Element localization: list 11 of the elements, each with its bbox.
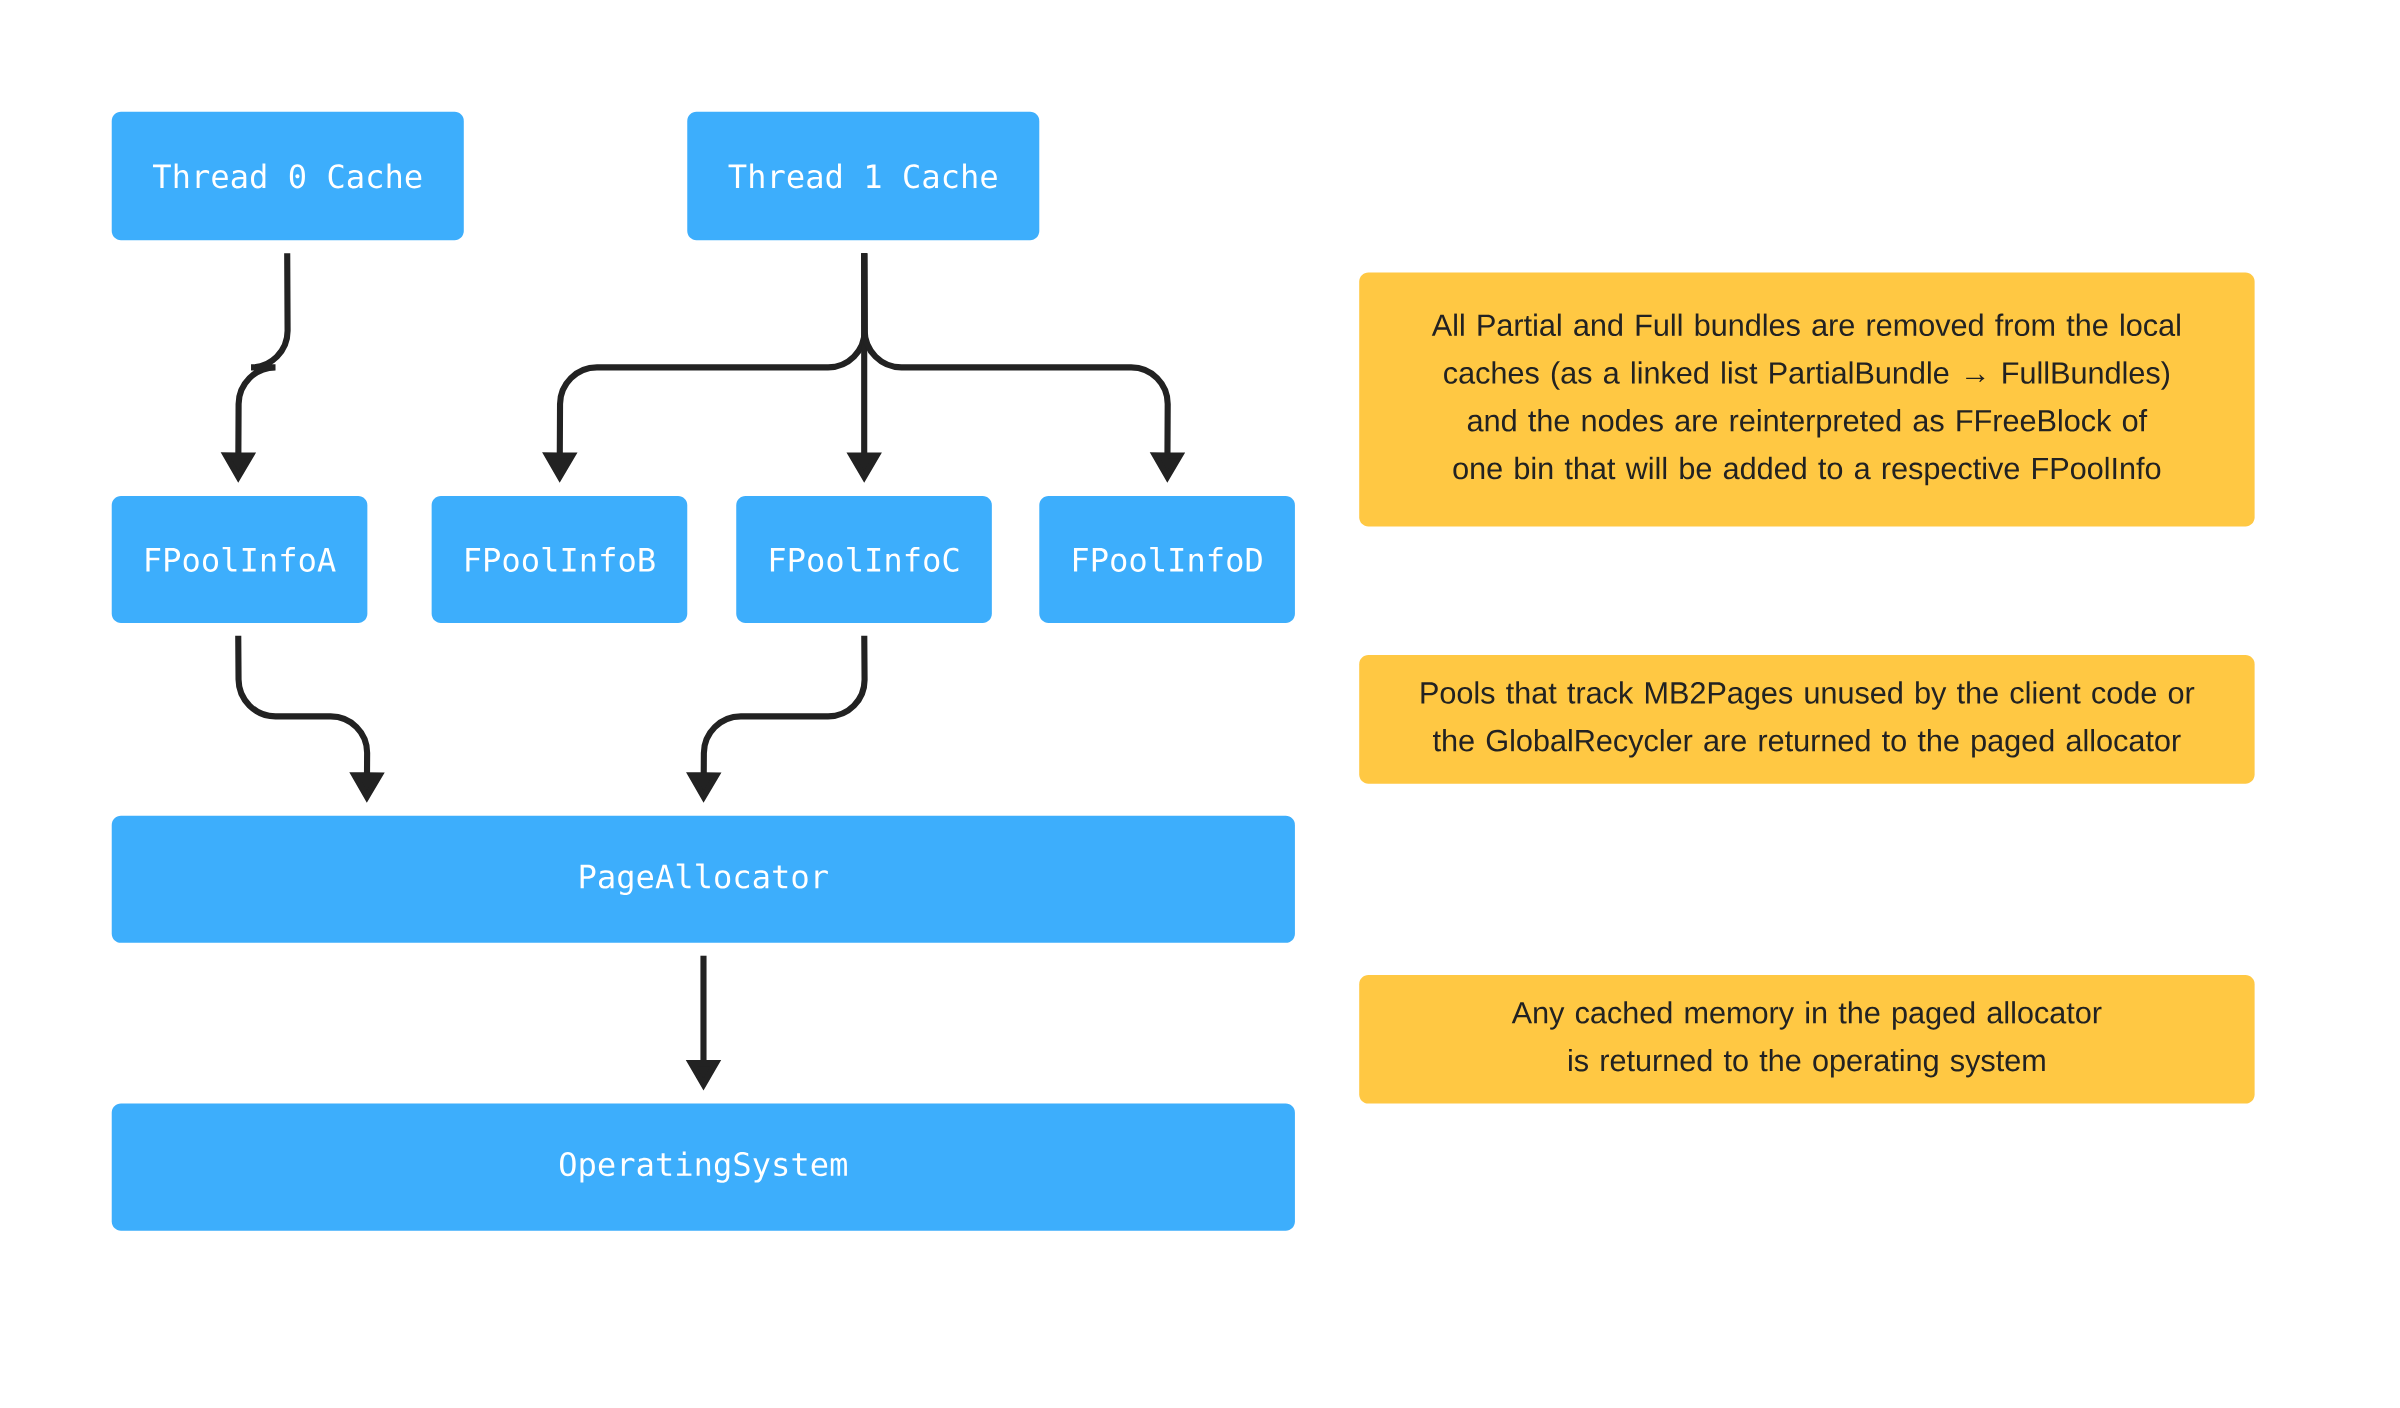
process-box: PageAllocator: [111, 815, 1295, 943]
process-box: FPoolInfoD: [1039, 495, 1295, 623]
note-box: Any cached memory in the paged allocator is returned to the operating system: [1359, 974, 2255, 1104]
process-box: Thread 1 Cache: [687, 111, 1040, 241]
process-box: FPoolInfoA: [111, 495, 368, 623]
note-box: Pools that track MB2Pages unused by the client code or the GlobalRecycler are returned to the paged allocator: [1359, 655, 2255, 784]
note-box: All Partial and Full bundles are removed from the local caches (as a linked list PartialBundle → FullBundles) and the nodes are reinterpreted as FFreeBlock of one bin that will be added to a respective FPoolInfo: [1359, 272, 2255, 527]
process-box: Thread 0 Cache: [111, 111, 464, 241]
process-box: FPoolInfoB: [431, 495, 688, 623]
process-box: FPoolInfoC: [736, 495, 992, 623]
process-box: OperatingSystem: [111, 1103, 1295, 1231]
